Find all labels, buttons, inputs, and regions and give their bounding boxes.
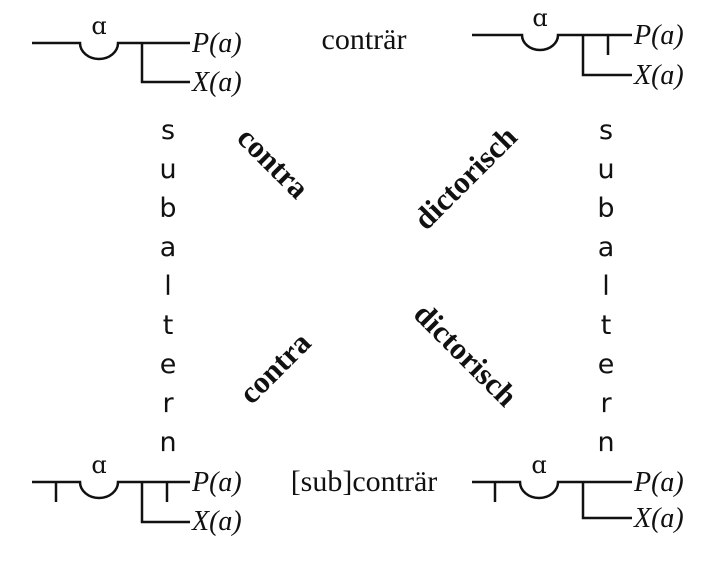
predicate-x: X(ɑ) [634, 60, 684, 92]
relation-subaltern-left: subaltern [152, 115, 184, 466]
formula-bottom-left-strokes [32, 480, 190, 524]
predicate-p: P(ɑ) [634, 20, 684, 52]
relation-subaltern-right: subaltern [590, 115, 622, 466]
bound-variable-alpha: ɑ [531, 451, 547, 479]
predicate-p: P(ɑ) [192, 467, 242, 499]
predicate-p-text: P(ɑ) [634, 467, 684, 498]
bound-variable-alpha: ɑ [532, 4, 548, 32]
bound-variable-alpha: ɑ [91, 12, 107, 40]
predicate-p-text: P(ɑ) [634, 20, 684, 51]
formula-bottom-right-strokes [472, 480, 632, 520]
predicate-p-text: P(ɑ) [192, 467, 242, 498]
formula-top-right-strokes [472, 33, 632, 77]
predicate-x-text: X(ɑ) [634, 503, 684, 534]
predicate-x: X(ɑ) [192, 506, 242, 538]
predicate-p: P(ɑ) [192, 28, 242, 60]
bound-variable-alpha: ɑ [91, 451, 107, 479]
predicate-x-text: X(ɑ) [192, 67, 242, 98]
predicate-x: X(ɑ) [634, 503, 684, 535]
relation-subcontrary: [sub]conträr [290, 465, 438, 498]
relation-contrary: conträr [321, 23, 407, 56]
predicate-x: X(ɑ) [192, 67, 242, 99]
predicate-x-text: X(ɑ) [634, 60, 684, 91]
predicate-p: P(ɑ) [634, 467, 684, 499]
predicate-x-text: X(ɑ) [192, 506, 242, 537]
formula-top-left-strokes [32, 41, 190, 84]
predicate-p-text: P(ɑ) [192, 28, 242, 59]
